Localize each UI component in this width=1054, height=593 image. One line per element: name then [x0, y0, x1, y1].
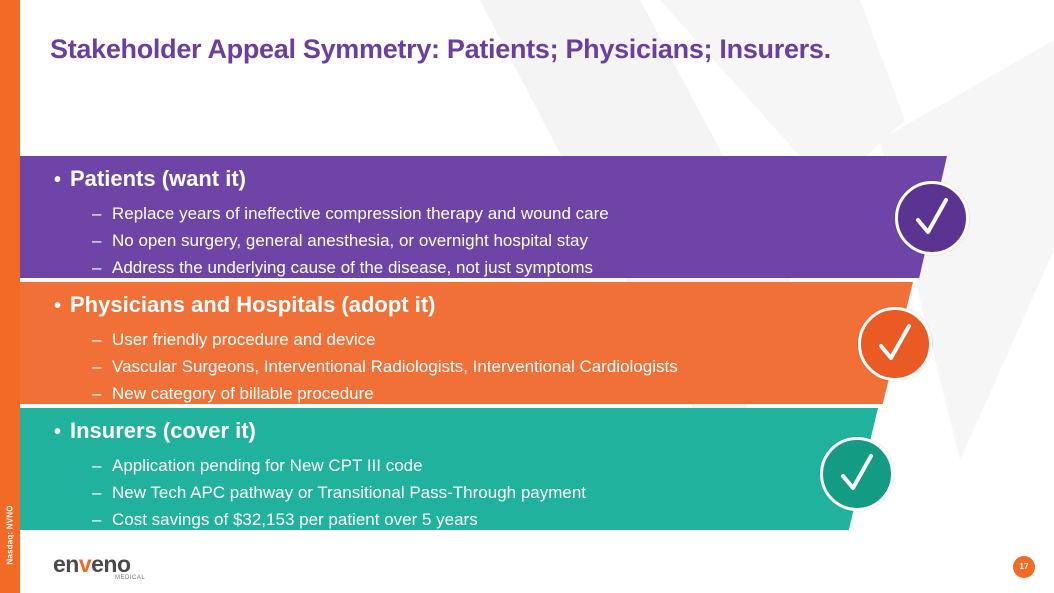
list-item: –Address the underlying cause of the dis…: [92, 254, 609, 278]
list-item: –New category of billable procedure: [92, 380, 678, 404]
company-logo: enveno MEDICAL: [53, 551, 145, 582]
list-item-text: Vascular Surgeons, Interventional Radiol…: [112, 357, 678, 376]
list-item-text: Cost savings of $32,153 per patient over…: [112, 510, 478, 529]
bullet: •: [54, 421, 62, 443]
dash: –: [92, 231, 102, 250]
dash: –: [92, 483, 102, 502]
dash: –: [92, 384, 102, 403]
sub-list: –Replace years of ineffective compressio…: [92, 200, 609, 278]
band-heading: • Physicians and Hospitals (adopt it): [54, 292, 436, 318]
list-item-text: New category of billable procedure: [112, 384, 374, 403]
dash: –: [92, 357, 102, 376]
band-heading-text: Physicians and Hospitals (adopt it): [70, 292, 436, 317]
dash: –: [92, 510, 102, 529]
checkmark-icon: [858, 307, 932, 381]
logo-mark: v: [78, 551, 92, 577]
list-item: –User friendly procedure and device: [92, 326, 678, 353]
list-item: –Replace years of ineffective compressio…: [92, 200, 609, 227]
checkmark-icon: [895, 181, 969, 255]
dash: –: [92, 258, 102, 277]
list-item: –Application pending for New CPT III cod…: [92, 452, 586, 479]
list-item-text: Replace years of ineffective compression…: [112, 204, 609, 223]
band-heading-text: Insurers (cover it): [70, 418, 256, 443]
band-heading-text: Patients (want it): [70, 166, 247, 191]
logo-prefix: en: [53, 551, 79, 577]
sub-list: –Application pending for New CPT III cod…: [92, 452, 586, 530]
side-stripe: [0, 0, 20, 593]
list-item: –New Tech APC pathway or Transitional Pa…: [92, 479, 586, 506]
band-heading: • Insurers (cover it): [54, 418, 256, 444]
list-item: –Cost savings of $32,153 per patient ove…: [92, 506, 586, 530]
logo-subtitle: MEDICAL: [115, 575, 146, 581]
logo-wordmark: enveno: [53, 551, 131, 577]
band-insurers: •Insurers (cover it) –Application pendin…: [20, 408, 878, 530]
bullet: •: [54, 169, 62, 191]
page-title: Stakeholder Appeal Symmetry: Patients; P…: [50, 34, 831, 64]
band-physicians: •Physicians and Hospitals (adopt it) –Us…: [20, 282, 913, 404]
list-item-text: Application pending for New CPT III code: [112, 456, 423, 475]
list-item: –Vascular Surgeons, Interventional Radio…: [92, 353, 678, 380]
dash: –: [92, 330, 102, 349]
band-patients: •Patients (want it) –Replace years of in…: [20, 156, 947, 278]
list-item: –No open surgery, general anesthesia, or…: [92, 227, 609, 254]
dash: –: [92, 456, 102, 475]
list-item-text: New Tech APC pathway or Transitional Pas…: [112, 483, 587, 502]
band-heading: • Patients (want it): [54, 166, 246, 192]
list-item-text: Address the underlying cause of the dise…: [112, 258, 593, 277]
sub-list: –User friendly procedure and device –Vas…: [92, 326, 678, 404]
list-item-text: User friendly procedure and device: [112, 330, 376, 349]
dash: –: [92, 204, 102, 223]
page-number: 17: [1013, 556, 1035, 578]
list-item-text: No open surgery, general anesthesia, or …: [112, 231, 588, 250]
logo-suffix: eno: [91, 551, 131, 577]
checkmark-icon: [820, 437, 894, 511]
bullet: •: [54, 295, 62, 317]
